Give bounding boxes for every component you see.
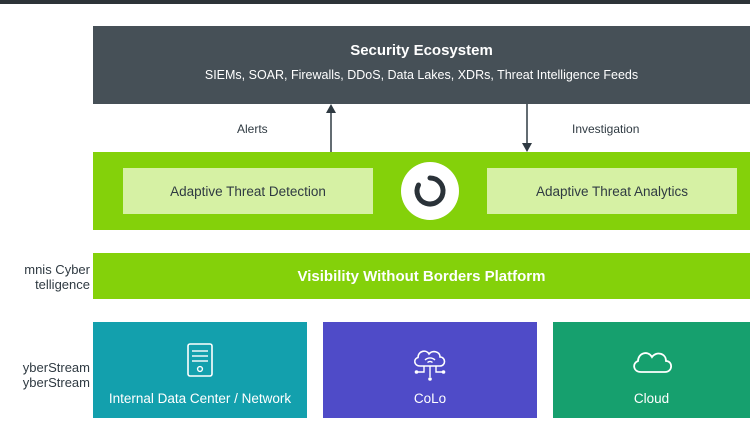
tile-cloud: Cloud [553,322,750,418]
tile-label: CoLo [413,391,447,406]
adaptive-threat-detection-box: Adaptive Threat Detection [123,168,373,214]
ecosystem-title: Security Ecosystem [350,42,493,59]
tile-internal-data-center: Internal Data Center / Network [93,322,307,418]
top-bar [0,0,750,4]
server-icon [187,343,213,377]
omnis-cyber-intelligence-label: mnis Cyber telligence [0,262,90,292]
left-label-line-2: telligence [35,277,90,292]
alerts-arrow [326,104,336,152]
left-label-line-2: yberStream [22,375,90,390]
cloud-icon [632,352,672,373]
cyberstream-label: yberStream yberStream [0,360,90,390]
alerts-label: Alerts [237,122,268,136]
tile-label: Internal Data Center / Network [108,391,292,406]
platform-bar: Visibility Without Borders Platform [93,253,750,299]
security-ecosystem-box: Security Ecosystem SIEMs, SOAR, Firewall… [93,26,750,104]
left-label-line-1: yberStream [22,360,90,375]
tile-label: Cloud [633,391,670,406]
ecosystem-subtitle: SIEMs, SOAR, Firewalls, DDoS, Data Lakes… [204,68,639,82]
logo-badge [401,162,459,220]
adaptive-threat-analytics-box: Adaptive Threat Analytics [487,168,737,214]
investigation-arrow [522,104,532,152]
left-label-line-1: mnis Cyber [24,262,90,277]
logo-ring-icon [414,175,446,207]
investigation-label: Investigation [572,122,640,136]
cloud-network-icon [414,350,446,381]
tile-colo: CoLo [323,322,537,418]
